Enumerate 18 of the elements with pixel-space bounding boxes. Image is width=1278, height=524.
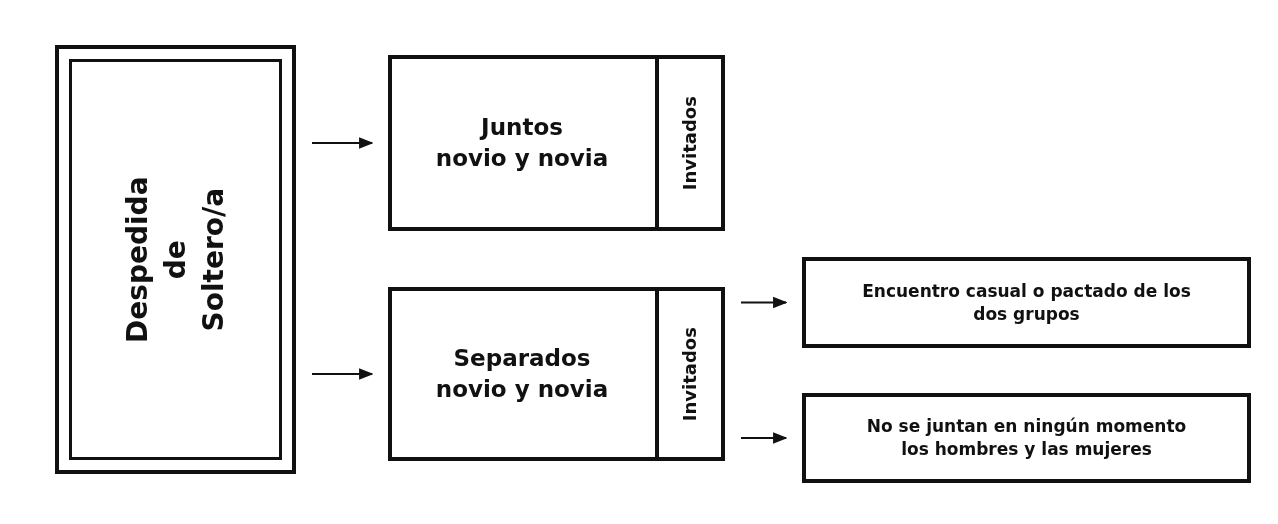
arrow bbox=[311, 368, 374, 380]
box-label: Encuentro casual o pactado de los dos grupos bbox=[861, 279, 1192, 326]
outcome-box bbox=[802, 393, 1251, 483]
guests-panel bbox=[655, 287, 725, 461]
guests-panel bbox=[655, 55, 725, 231]
guests-label: Invitados bbox=[677, 95, 701, 191]
box-label: Juntos bbox=[481, 112, 563, 142]
arrow bbox=[740, 432, 788, 444]
box-label: Despedida de Soltero/a bbox=[119, 175, 231, 345]
arrow bbox=[740, 296, 788, 309]
arrow bbox=[311, 137, 374, 149]
outcome-box bbox=[802, 257, 1251, 348]
box-label: Separados bbox=[453, 343, 591, 373]
title-box bbox=[55, 45, 296, 474]
box-label: No se juntan en ningún momento los hombres y las mujeres bbox=[865, 415, 1188, 461]
guests-label: Invitados bbox=[677, 326, 701, 422]
box-label: novio y novia bbox=[435, 144, 609, 173]
box-label: novio y novia bbox=[435, 375, 609, 404]
